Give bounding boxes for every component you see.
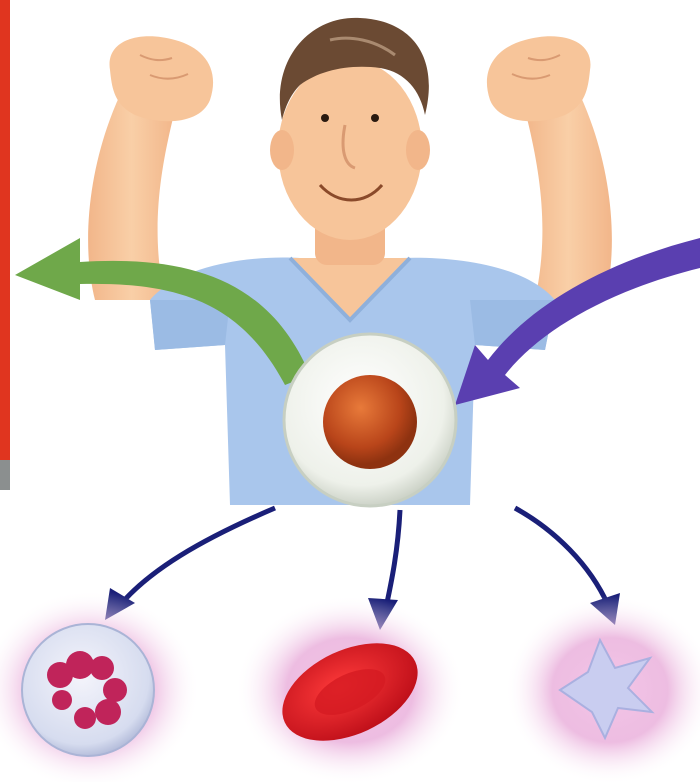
stem-cell	[284, 334, 456, 506]
stem-cell-nucleus	[323, 375, 417, 469]
left-edge-bar	[0, 0, 10, 460]
white-blood-cell	[22, 624, 154, 756]
left-arm	[88, 36, 213, 300]
head	[270, 18, 430, 265]
right-arm	[487, 36, 612, 300]
